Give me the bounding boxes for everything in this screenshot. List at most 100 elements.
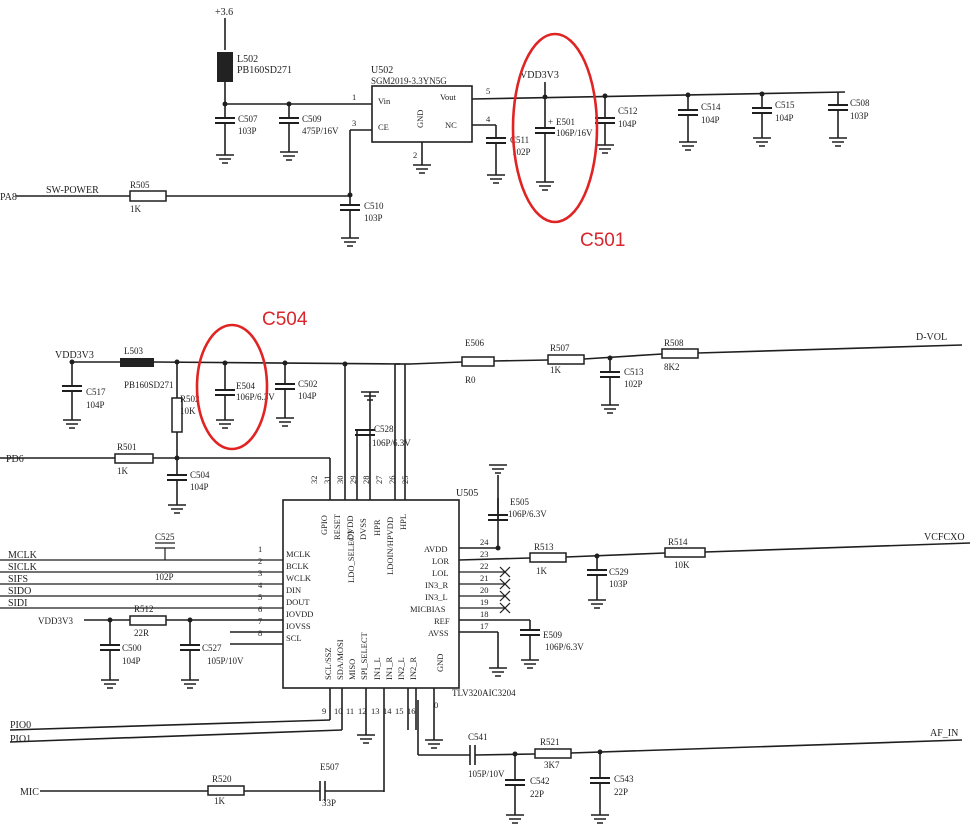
pin-spi-select: SPI_SELECT (359, 631, 369, 680)
pin-iovdd: IOVDD (286, 609, 313, 619)
inductor-l502 (217, 52, 233, 82)
c502-value: 104P (298, 391, 317, 401)
u502-pin-vout: Vout (440, 92, 457, 102)
l502-value: PB160SD271 (237, 65, 292, 76)
r512-value: 22R (134, 628, 149, 638)
net-sifs: SIFS (8, 574, 28, 585)
c507-ref: C507 (238, 114, 258, 124)
pin-avdd: AVDD (424, 544, 447, 554)
svg-text:+: + (548, 117, 553, 127)
top-ldo-section: +3.6 L502 PB160SD271 C507 103P C509 475P… (0, 7, 870, 251)
resistor-r520 (207, 785, 245, 796)
e505-value: 106P/6.3V (508, 509, 547, 519)
c507-value: 103P (238, 126, 257, 136)
pin-gnd: GND (435, 654, 445, 672)
pin-num-22: 22 (480, 561, 489, 571)
pin-ldoin-hpvdd: LDOIN/HPVDD (385, 517, 395, 575)
c515-value: 104P (775, 113, 794, 123)
r507-ref: R507 (550, 343, 570, 353)
pin-lol: LOL (432, 568, 449, 578)
pin-num-5: 5 (258, 592, 262, 602)
c510-value: 103P (364, 213, 383, 223)
pin-num-6: 6 (258, 604, 262, 614)
e507-ref: E507 (320, 762, 339, 772)
c525-ref: C525 (155, 532, 175, 542)
r520-value: 1K (214, 796, 226, 806)
c508-value: 103P (850, 111, 869, 121)
u505-ref: U505 (456, 488, 478, 499)
net-d-vol: D-VOL (916, 332, 947, 343)
r508-ref: R508 (664, 338, 684, 348)
pin-miso: MISO (347, 659, 357, 680)
pin-in3-l: IN3_L (425, 592, 448, 602)
c517-ref: C517 (86, 387, 106, 397)
pin-sda-mosi: SDA/MOSI (335, 639, 345, 680)
u502-pin-gnd: GND (415, 110, 425, 128)
r521-ref: R521 (540, 737, 560, 747)
c512-value: 104P (618, 119, 637, 129)
pin-scl: SCL (286, 633, 302, 643)
pin-micbias: MICBIAS (410, 604, 446, 614)
net-sw-power: SW-POWER (46, 185, 99, 196)
c511-value: 102P (512, 147, 531, 157)
net-siclk: SICLK (8, 562, 38, 573)
pin-num-26: 26 (387, 476, 397, 485)
u505-part: TLV320AIC3204 (452, 688, 516, 698)
e506-ref: E506 (465, 338, 484, 348)
net-pio0: PIO0 (10, 720, 31, 731)
pin-num-4: 4 (258, 580, 263, 590)
pin-iovss: IOVSS (286, 621, 311, 631)
pin-num-19: 19 (480, 597, 489, 607)
vdd3v3-top-label: VDD3V3 (520, 70, 559, 81)
e504-ref: E504 (236, 381, 255, 391)
e507-value: 33P (322, 798, 336, 808)
u502-pin4: 4 (486, 114, 491, 124)
c528-value: 106P/6.3V (372, 438, 411, 448)
c528-ref: C528 (374, 424, 394, 434)
c543-ref: C543 (614, 774, 634, 784)
u505-right-pins: AVDD LOR LOL IN3_R IN3_L MICBIAS REF AVS… (410, 537, 489, 638)
pin-hpl: HPL (398, 514, 408, 530)
pin-num-7: 7 (258, 616, 262, 626)
pin-reset: RESET (332, 513, 342, 540)
r521-value: 3K7 (544, 760, 560, 770)
net-mclk: MCLK (8, 550, 38, 561)
pin-din: DIN (286, 585, 301, 595)
u502-pin-ce: CE (378, 122, 389, 132)
c515-ref: C515 (775, 100, 795, 110)
highlight-ring-c504 (195, 323, 269, 451)
pin-num-8: 8 (258, 628, 262, 638)
annotation-c501: C501 (580, 230, 625, 251)
pin-hpr: HPR (372, 519, 382, 536)
r502-ref: R502 (180, 394, 200, 404)
inductor-l503 (120, 358, 154, 367)
u505-left-pins: MCLK BCLK WCLK DIN DOUT IOVDD IOVSS SCL … (258, 544, 313, 643)
pin-lor: LOR (432, 556, 449, 566)
e501-value: 106P/16V (556, 128, 593, 138)
u502-ref: U502 (371, 65, 393, 76)
vdd3v3-bottom-label: VDD3V3 (55, 350, 94, 361)
c514-ref: C514 (701, 102, 721, 112)
net-vcfcxo: VCFCXO (924, 532, 965, 543)
c509-ref: C509 (302, 114, 322, 124)
r502-value: 10K (180, 406, 196, 416)
c512-ref: C512 (618, 106, 638, 116)
pin-num-20: 20 (480, 585, 489, 595)
c542-value: 22P (530, 789, 544, 799)
pin-num-2: 2 (258, 556, 262, 566)
pin-dout: DOUT (286, 597, 310, 607)
resistor-r514 (664, 547, 706, 558)
u505-top-pins: GPIO RESET DVDD DVSS HPR LDOIN/HPVDD HPL… (309, 476, 410, 584)
pin-num-18: 18 (480, 609, 489, 619)
pin-num-23: 23 (480, 549, 489, 559)
c504-value: 104P (190, 482, 209, 492)
resistor-r521 (534, 748, 572, 759)
r514-ref: R514 (668, 537, 688, 547)
u502-pin-nc: NC (445, 120, 457, 130)
u502-part: SGM2019-3.3YN5G (371, 76, 447, 86)
net-sido: SIDO (8, 586, 31, 597)
net-mic: MIC (20, 787, 39, 798)
r514-value: 10K (674, 560, 690, 570)
pin-num-31: 31 (322, 476, 332, 485)
r520-ref: R520 (212, 774, 232, 784)
